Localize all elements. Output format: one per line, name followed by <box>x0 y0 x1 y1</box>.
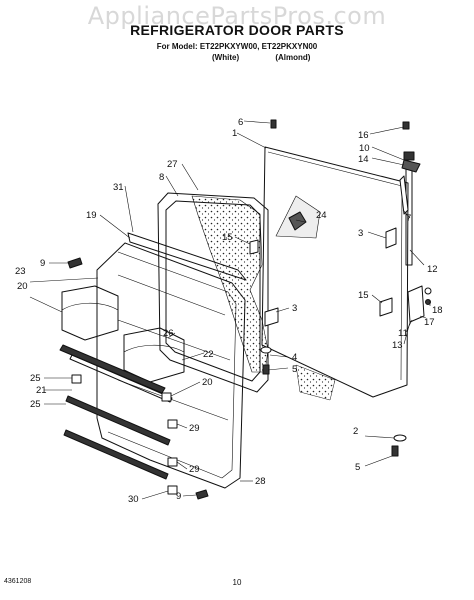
callout-1: 1 <box>232 128 237 139</box>
callout-2: 2 <box>353 426 358 437</box>
callout-20a: 20 <box>17 281 28 292</box>
insulation <box>191 195 269 373</box>
callout-9b: 9 <box>176 491 181 502</box>
callout-18: 18 <box>432 305 443 316</box>
inner-door-liner <box>96 242 246 489</box>
variant-white: (White) <box>212 53 240 62</box>
callout-5a: 5 <box>292 364 297 375</box>
callout-22: 22 <box>203 349 214 360</box>
callout-7: 7 <box>406 213 411 224</box>
callout-29a: 29 <box>189 423 200 434</box>
door-shelf-bar-2 <box>65 395 171 446</box>
model-line: For Model: ET22PKXYW00, ET22PKXYN00 <box>156 42 318 51</box>
callout-15b: 15 <box>358 290 369 301</box>
callout-23: 23 <box>15 266 26 277</box>
callout-24: 24 <box>316 210 327 221</box>
callout-17: 17 <box>424 317 435 328</box>
callout-5b: 5 <box>355 462 360 473</box>
callout-11: 11 <box>398 328 408 339</box>
callout-6: 6 <box>238 117 243 128</box>
page-number: 10 <box>232 578 242 587</box>
door-gasket <box>157 192 269 393</box>
dairy-door-left <box>61 285 119 341</box>
watermark: AppliancePartsPros.com <box>87 2 387 30</box>
liner-top-strip <box>127 232 247 281</box>
callout-26: 26 <box>163 328 174 339</box>
outer-door-panel <box>261 146 409 398</box>
callout-25a: 25 <box>30 373 41 384</box>
variant-labels: (White) (Almond) <box>212 53 310 62</box>
callout-16: 16 <box>358 130 369 141</box>
callout-20b: 20 <box>202 377 213 388</box>
dairy-door-right <box>123 327 185 383</box>
callout-14: 14 <box>358 154 369 165</box>
door-shelf-bar-3 <box>63 429 169 480</box>
callout-labels: 1 2 3 3 4 5 5 6 7 8 9 9 10 11 12 13 14 1… <box>15 117 443 505</box>
callout-15a: 15 <box>222 232 233 243</box>
callout-29b: 29 <box>189 464 200 475</box>
document-number: 4361208 <box>4 578 32 585</box>
callout-12: 12 <box>427 264 438 275</box>
variant-almond: (Almond) <box>275 53 311 62</box>
callout-8: 8 <box>159 172 164 183</box>
callout-4: 4 <box>292 352 297 363</box>
door-shelf-bar-1 <box>59 344 166 394</box>
callout-3b: 3 <box>292 303 297 314</box>
callout-13: 13 <box>392 340 403 351</box>
callout-28: 28 <box>255 476 266 487</box>
callout-10: 10 <box>359 143 370 154</box>
callout-27: 27 <box>167 159 178 170</box>
callout-31: 31 <box>113 182 124 193</box>
callout-25b: 25 <box>30 399 41 410</box>
callout-3a: 3 <box>358 228 363 239</box>
callout-9a: 9 <box>40 258 45 269</box>
callout-21: 21 <box>36 385 47 396</box>
callout-30: 30 <box>128 494 139 505</box>
callout-19: 19 <box>86 210 97 221</box>
diagram-title: REFRIGERATOR DOOR PARTS <box>130 22 344 38</box>
